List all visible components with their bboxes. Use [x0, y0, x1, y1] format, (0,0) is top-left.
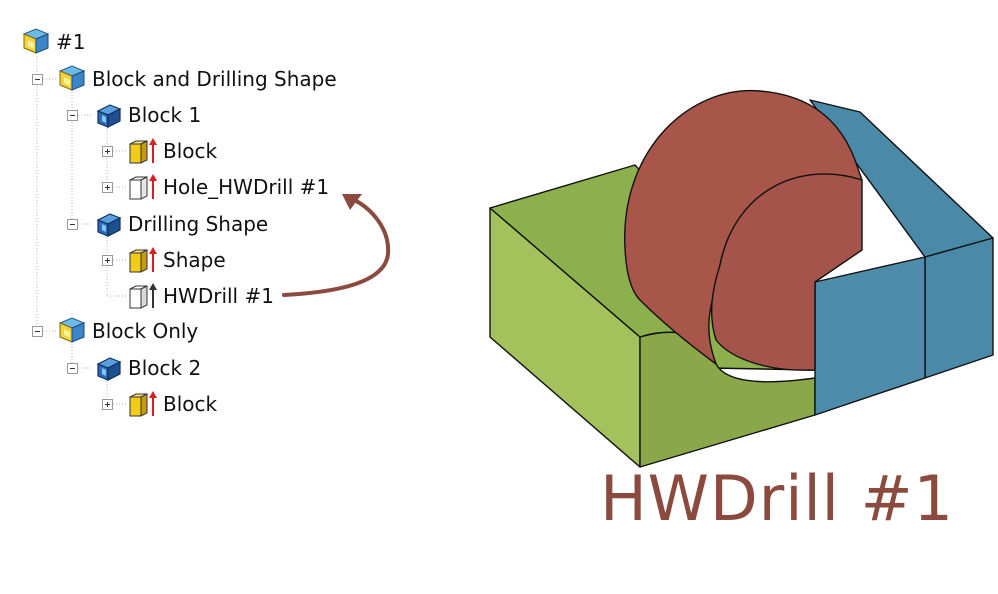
tree-node-shape[interactable]: Shape	[127, 244, 226, 276]
part-icon	[96, 213, 122, 237]
collapse-toggle[interactable]	[67, 363, 78, 374]
hole-feature-icon	[129, 174, 157, 200]
assembly-icon	[58, 65, 86, 91]
collapse-toggle[interactable]	[32, 326, 43, 337]
tree-node-label: Block 2	[128, 356, 202, 380]
tree-node-label: Block Only	[92, 319, 199, 343]
tree-node-root[interactable]: #1	[20, 26, 85, 58]
block-feature-icon	[129, 391, 157, 417]
part-icon	[96, 357, 122, 381]
expand-toggle[interactable]	[102, 255, 113, 266]
feature-tree: #1 Block and Drilling Shape Block 1	[0, 0, 470, 594]
tree-node-block-1[interactable]: Block 1	[92, 99, 201, 131]
part-icon	[96, 104, 122, 128]
drill-front-face	[711, 173, 863, 371]
expand-toggle[interactable]	[102, 146, 113, 157]
tree-node-label: Hole_HWDrill #1	[163, 175, 330, 199]
block-feature-icon	[129, 247, 157, 273]
tree-node-block[interactable]: Block	[127, 388, 217, 420]
assembly-icon	[58, 317, 86, 343]
block-blue-right	[924, 237, 994, 379]
tree-node-block-and-drilling-shape[interactable]: Block and Drilling Shape	[56, 63, 337, 95]
collapse-toggle[interactable]	[67, 110, 78, 121]
tree-node-label: Drilling Shape	[128, 212, 269, 236]
block-feature-icon	[129, 138, 157, 164]
assembly-icon	[22, 28, 50, 54]
tree-node-label: Block 1	[128, 103, 202, 127]
tree-node-hwdrill[interactable]: HWDrill #1	[127, 280, 274, 312]
expand-toggle[interactable]	[102, 399, 113, 410]
tree-node-label: Block	[163, 392, 218, 416]
collapse-toggle[interactable]	[32, 74, 43, 85]
reference-arrow	[282, 194, 391, 297]
tree-node-block-2[interactable]: Block 2	[92, 352, 201, 384]
tree-node-label: Block	[163, 139, 218, 163]
expand-toggle[interactable]	[102, 182, 113, 193]
model-viewport	[489, 89, 994, 468]
tree-node-label: #1	[56, 30, 86, 54]
tree-node-label: Block and Drilling Shape	[92, 67, 337, 91]
arrowhead-icon	[342, 194, 362, 210]
block-blue-front	[814, 256, 926, 416]
collapse-toggle[interactable]	[67, 219, 78, 230]
drill-feature-icon	[129, 283, 157, 309]
tree-node-block-only[interactable]: Block Only	[56, 315, 198, 347]
tree-node-label: HWDrill #1	[163, 284, 274, 308]
tree-node-label: Shape	[163, 248, 226, 272]
tree-node-drilling-shape[interactable]: Drilling Shape	[92, 208, 268, 240]
tree-node-block[interactable]: Block	[127, 135, 217, 167]
tree-node-hole-hwdrill[interactable]: Hole_HWDrill #1	[127, 171, 329, 203]
drill-caption: HWDrill #1	[600, 462, 954, 535]
